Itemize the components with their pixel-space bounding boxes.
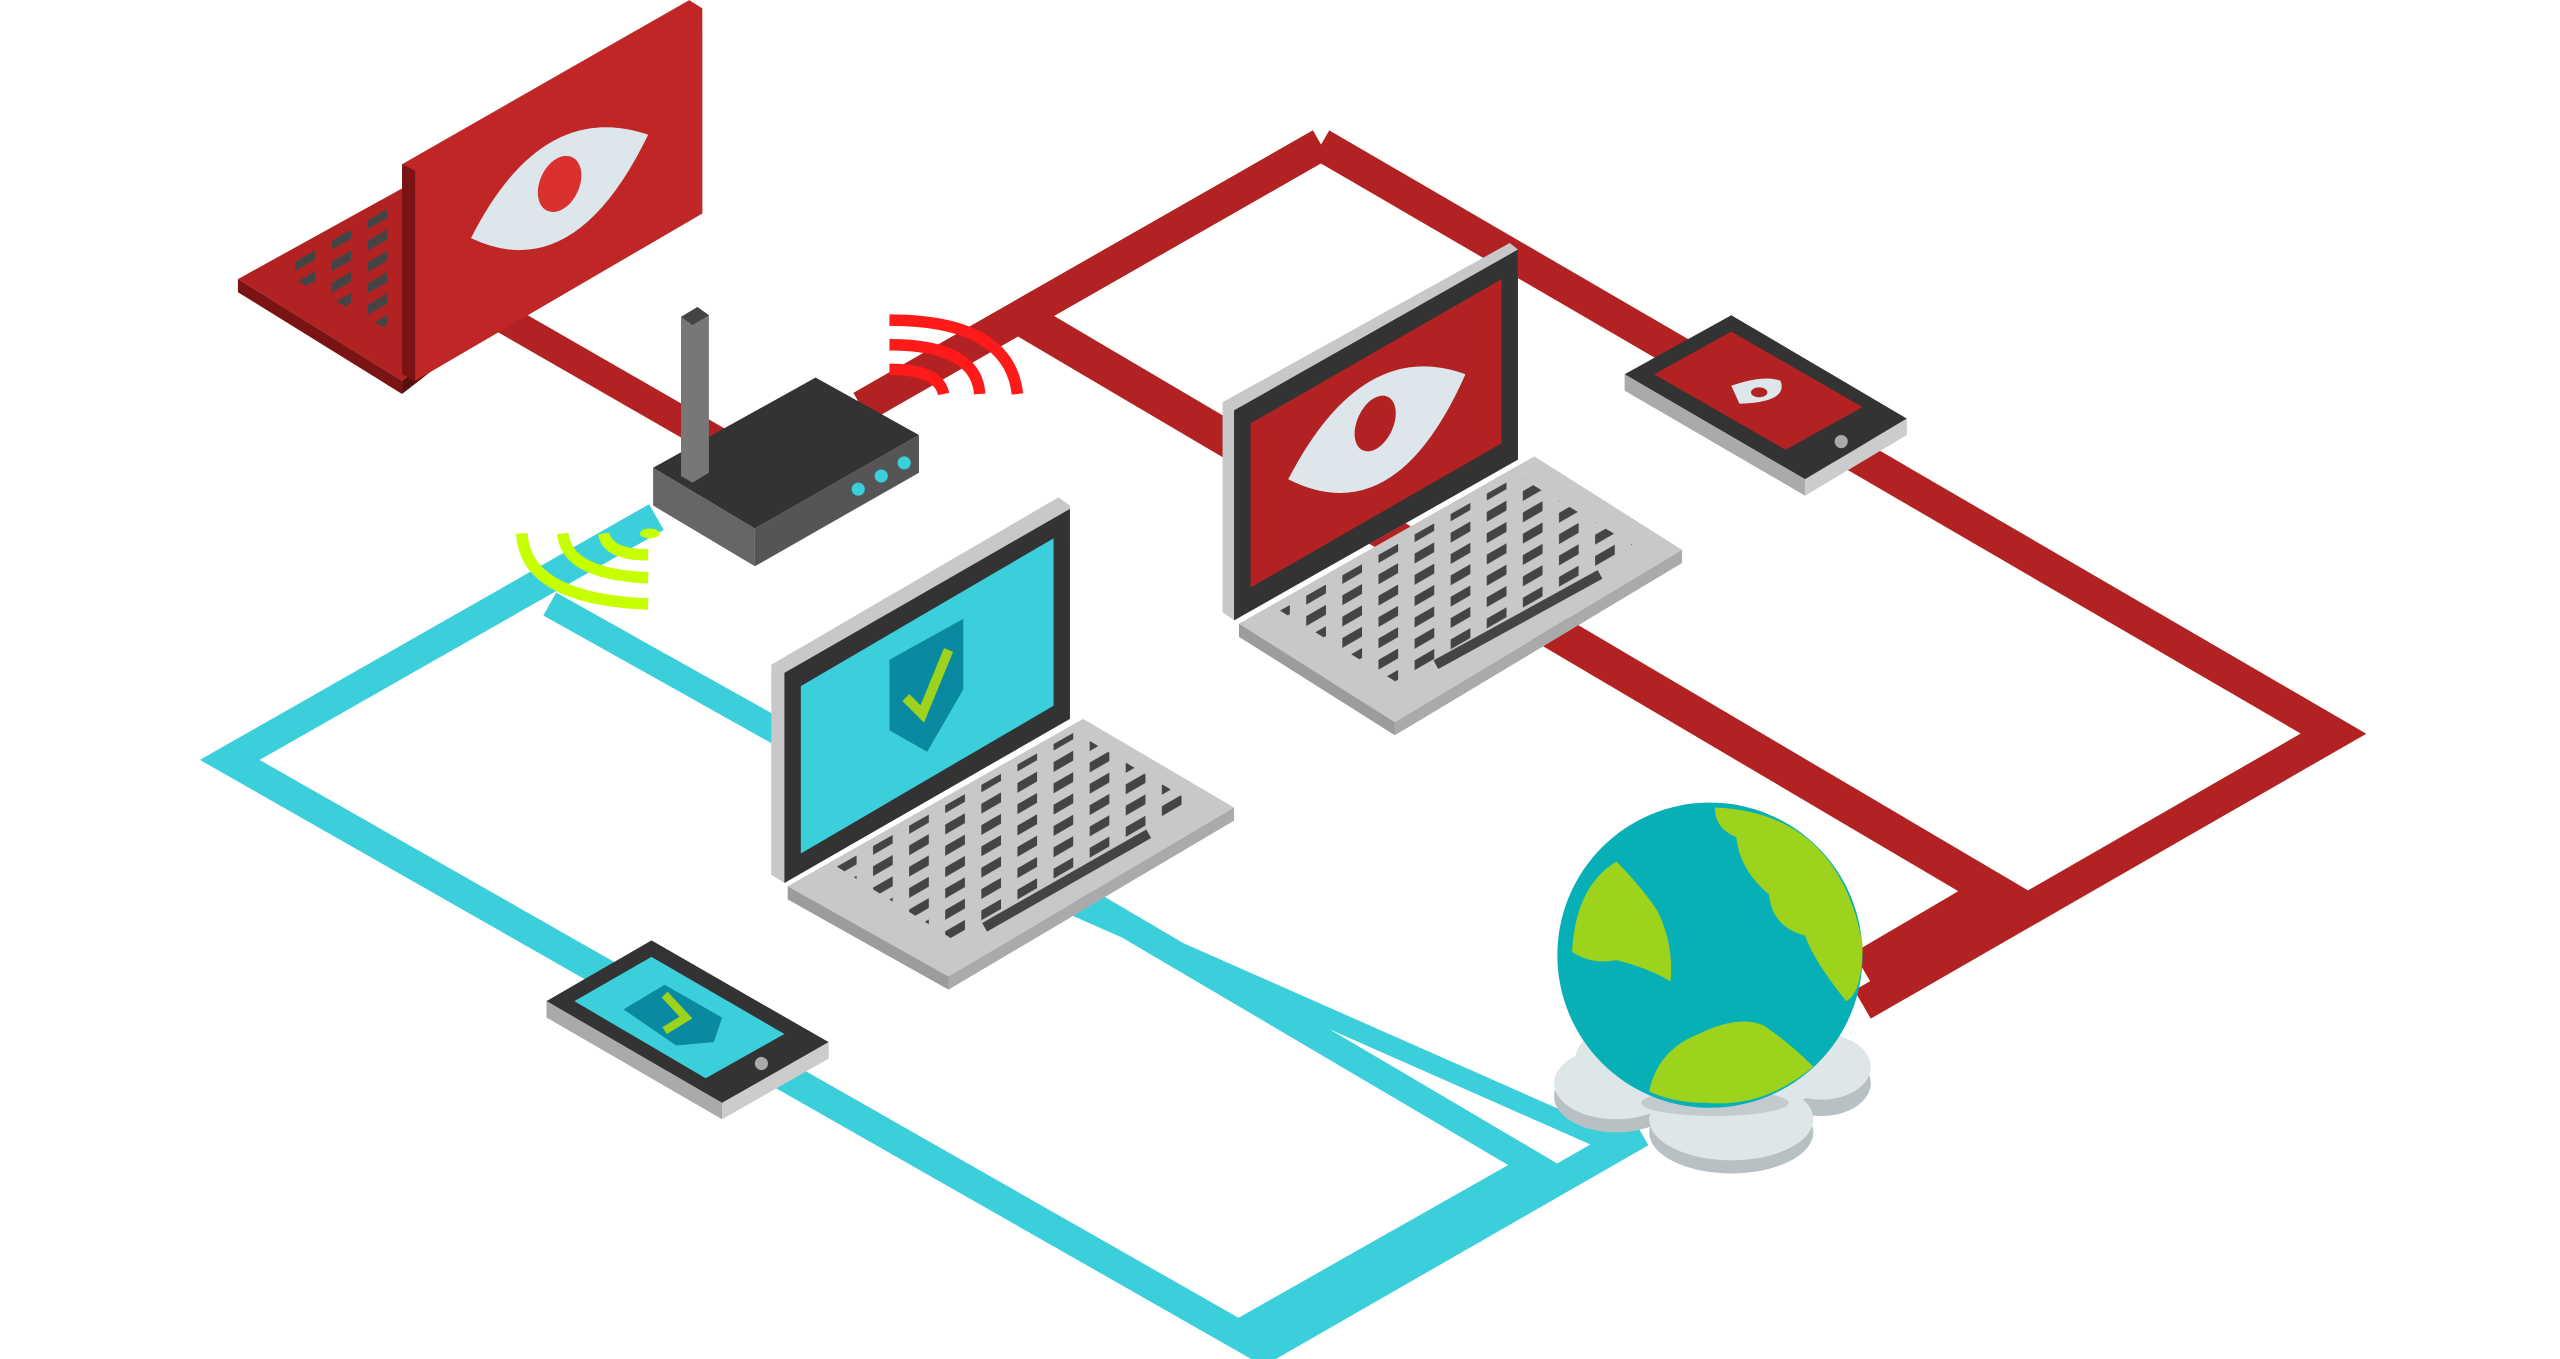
- shield-check-icon: [889, 618, 964, 752]
- compromised-tablet: [1624, 315, 1907, 496]
- eye-icon: [470, 127, 649, 251]
- protected-laptop: [771, 497, 1235, 990]
- compromised-laptop-2: [1222, 242, 1683, 736]
- wifi-icon: [889, 314, 1024, 396]
- router-icon: [653, 306, 919, 567]
- eye-icon: [1288, 366, 1466, 494]
- globe-icon: [1557, 802, 1863, 1108]
- compromised-laptop: [237, 0, 703, 394]
- eye-icon: [1731, 378, 1782, 404]
- shield-check-icon: [623, 984, 723, 1046]
- wifi-icon: [516, 528, 660, 610]
- protected-tablet: [546, 940, 829, 1120]
